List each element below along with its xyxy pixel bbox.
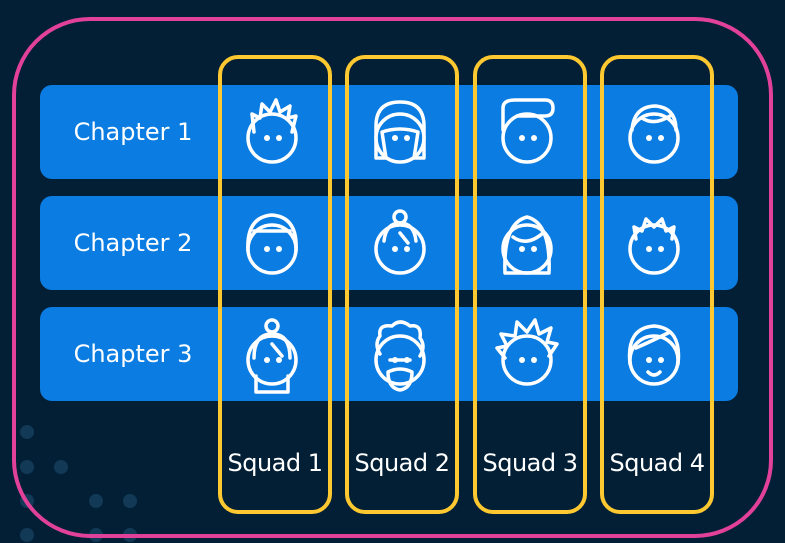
person-avatar-icon [487, 203, 567, 283]
person-avatar-icon [614, 314, 694, 394]
squad-column-2: Squad 2 [345, 55, 459, 514]
chapter-row-1: Chapter 1 [40, 85, 738, 179]
squad-column-1: Squad 1 [218, 55, 332, 514]
decor-dot [123, 494, 137, 508]
person-avatar-icon [360, 314, 440, 394]
decor-dot [89, 494, 103, 508]
squad-label: Squad 3 [482, 449, 578, 477]
squad-label: Squad 2 [354, 449, 450, 477]
squad-column-4: Squad 4 [600, 55, 714, 514]
decor-dot [20, 425, 34, 439]
decor-dot [20, 528, 34, 542]
squad-label: Squad 4 [609, 449, 705, 477]
chapter-label: Chapter 3 [73, 340, 193, 368]
person-avatar-icon [487, 92, 567, 172]
person-avatar-icon [232, 92, 312, 172]
person-avatar-icon [614, 203, 694, 283]
chapter-row-2: Chapter 2 [40, 196, 738, 290]
squad-label: Squad 1 [227, 449, 323, 477]
chapter-label: Chapter 2 [73, 229, 193, 257]
person-avatar-icon [360, 92, 440, 172]
person-avatar-icon [360, 203, 440, 283]
organization-frame [12, 17, 773, 538]
squad-column-3: Squad 3 [473, 55, 587, 514]
person-avatar-icon [614, 92, 694, 172]
person-avatar-icon [487, 314, 567, 394]
chapter-label: Chapter 1 [73, 118, 193, 146]
person-avatar-icon [232, 203, 312, 283]
person-avatar-icon [232, 314, 312, 394]
chapter-row-3: Chapter 3 [40, 307, 738, 401]
